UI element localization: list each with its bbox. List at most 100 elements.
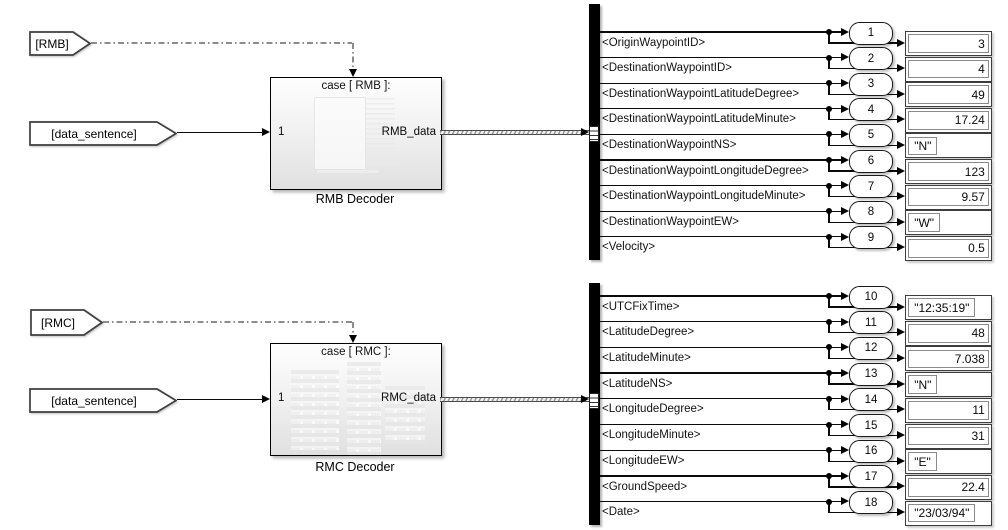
branch-wire[interactable] — [828, 83, 830, 95]
branch-wire[interactable] — [828, 501, 830, 513]
display-block[interactable]: "N" — [905, 372, 992, 398]
branch-wire[interactable] — [828, 296, 830, 307]
signal-wire[interactable] — [600, 133, 841, 136]
display-block[interactable]: "E" — [905, 449, 992, 475]
outport-block[interactable]: 17 — [849, 465, 893, 489]
branch-wire[interactable] — [828, 424, 830, 436]
display-block[interactable]: 31 — [905, 423, 992, 449]
display-block[interactable]: 9.57 — [905, 184, 992, 210]
signal-wire[interactable] — [600, 210, 841, 212]
display-value: 123 — [908, 162, 989, 181]
display-block[interactable]: 11 — [905, 397, 992, 423]
outport-block[interactable]: 4 — [849, 98, 893, 122]
rmb-control-wire-drop[interactable] — [352, 43, 354, 69]
signal-wire[interactable] — [600, 236, 841, 238]
branch-wire[interactable] — [828, 211, 830, 223]
signal-wire[interactable] — [600, 295, 841, 297]
signal-wire[interactable] — [600, 184, 841, 187]
outport-block[interactable]: 1 — [849, 21, 893, 45]
display-block[interactable]: 22.4 — [905, 474, 992, 500]
arrowhead-icon — [896, 89, 905, 98]
signal-wire[interactable] — [600, 346, 841, 349]
signal-wire[interactable] — [600, 423, 841, 426]
outport-block[interactable]: 18 — [849, 491, 893, 515]
rmb-bus-wire[interactable] — [440, 130, 589, 135]
signal-wire[interactable] — [600, 321, 841, 323]
display-block[interactable]: 3 — [905, 31, 992, 56]
branch-wire[interactable] — [828, 450, 830, 462]
junction-dot — [826, 105, 833, 112]
outport-block[interactable]: 8 — [849, 200, 893, 224]
outport-block[interactable]: 3 — [849, 72, 893, 96]
outport-block[interactable]: 12 — [849, 336, 893, 360]
arrowhead-icon — [840, 497, 849, 506]
signal-wire[interactable] — [600, 82, 841, 84]
outport-block[interactable]: 2 — [849, 47, 893, 71]
display-value: 49 — [908, 85, 989, 104]
outport-block[interactable]: 13 — [849, 362, 893, 386]
branch-wire[interactable] — [828, 236, 830, 248]
outport-block[interactable]: 9 — [849, 226, 893, 250]
signal-wire[interactable] — [600, 56, 841, 59]
branch-wire[interactable] — [828, 134, 830, 146]
display-block[interactable]: "N" — [905, 133, 992, 159]
display-block[interactable]: 49 — [905, 82, 992, 108]
signal-wire[interactable] — [600, 449, 841, 451]
outport-block[interactable]: 5 — [849, 123, 893, 147]
rmb-input-wire[interactable] — [177, 131, 262, 134]
branch-wire[interactable] — [828, 185, 830, 197]
outport-block[interactable]: 6 — [849, 149, 893, 173]
signal-wire[interactable] — [600, 159, 841, 161]
display-block[interactable]: 17.24 — [905, 107, 992, 133]
branch-wire[interactable] — [828, 32, 830, 43]
rmc-control-wire[interactable] — [103, 321, 352, 323]
from-tag-rmb[interactable] — [29, 31, 91, 56]
signal-wire[interactable] — [600, 475, 841, 477]
arrowhead-icon — [261, 128, 270, 137]
rmc-bus-wire[interactable] — [440, 397, 589, 402]
branch-wire[interactable] — [828, 398, 830, 410]
display-block[interactable]: 4 — [905, 56, 992, 82]
branch-wire[interactable] — [828, 373, 830, 385]
branch-wire[interactable] — [828, 108, 830, 120]
display-block[interactable]: "23/03/94" — [905, 500, 992, 526]
rmb-decoder-block[interactable]: case [ RMB ]: 1 RMB_data — [270, 77, 442, 190]
display-block[interactable]: "W" — [905, 210, 992, 236]
outport-block[interactable]: 16 — [849, 439, 893, 463]
outport-block[interactable]: 14 — [849, 388, 893, 412]
display-block[interactable]: 7.038 — [905, 346, 992, 372]
outport-block[interactable]: 7 — [849, 175, 893, 199]
branch-wire[interactable] — [828, 57, 830, 69]
from-tag-data-sentence-rmb[interactable] — [29, 121, 177, 146]
arrowhead-icon — [840, 368, 849, 377]
branch-wire[interactable] — [828, 347, 830, 359]
rmc-control-wire-drop[interactable] — [352, 322, 354, 335]
branch-wire[interactable] — [828, 321, 830, 333]
arrowhead-icon — [261, 395, 270, 404]
signal-wire[interactable] — [600, 108, 841, 110]
from-tag-rmc[interactable] — [30, 309, 103, 336]
outport-block[interactable]: 11 — [849, 311, 893, 335]
signal-wire[interactable] — [600, 372, 841, 374]
signal-label: <DestinationWaypointLongitudeMinute> — [602, 190, 806, 203]
signal-label: <DestinationWaypointNS> — [602, 139, 737, 151]
display-value: "N" — [908, 375, 938, 394]
signal-label: <GroundSpeed> — [602, 480, 688, 493]
display-block[interactable]: 48 — [905, 320, 992, 346]
signal-wire[interactable] — [600, 500, 841, 503]
display-value: "W" — [908, 213, 941, 232]
display-block[interactable]: "12:35:19" — [905, 295, 992, 320]
branch-wire[interactable] — [828, 160, 830, 171]
rmb-control-wire[interactable] — [91, 42, 352, 44]
rmc-decoder-block[interactable]: case [ RMC ]: 1 RMC_data — [270, 343, 442, 456]
display-block[interactable]: 123 — [905, 159, 992, 184]
signal-wire[interactable] — [600, 31, 841, 33]
branch-wire[interactable] — [828, 475, 830, 487]
signal-wire[interactable] — [600, 398, 841, 400]
rmc-input-wire[interactable] — [177, 398, 262, 401]
outport-block[interactable]: 10 — [849, 285, 893, 309]
from-tag-data-sentence-rmc[interactable] — [29, 388, 177, 413]
signal-label: <LongitudeEW> — [602, 454, 685, 467]
outport-block[interactable]: 15 — [849, 414, 893, 437]
display-block[interactable]: 0.5 — [905, 235, 992, 261]
